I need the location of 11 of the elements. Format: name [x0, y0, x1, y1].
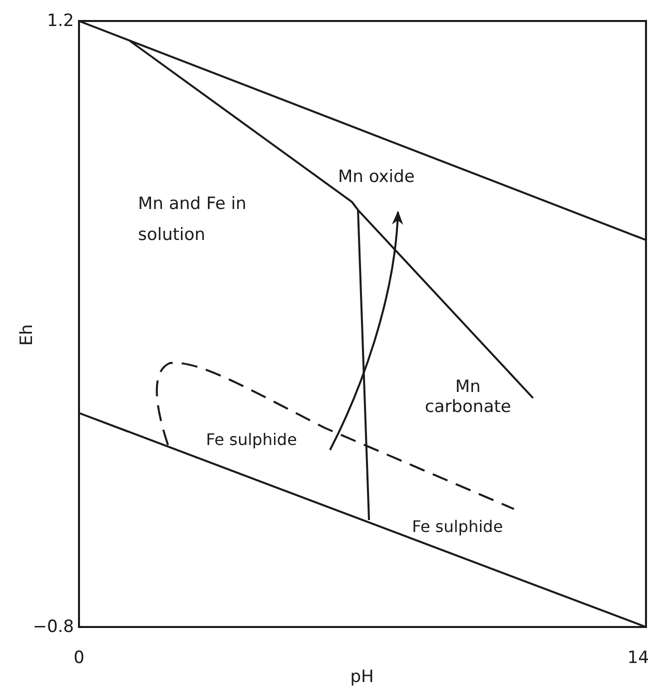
region-label: Fe sulphide	[206, 429, 298, 451]
axis-title: pH	[349, 666, 375, 688]
axis-tick-label: −0.8	[32, 616, 74, 638]
axis-tick-label: 14	[626, 647, 649, 669]
axis-tick-label: 1.2	[46, 10, 74, 32]
region-label: Mn and Fe in solution	[138, 193, 248, 247]
region-label: Fe sulphide	[412, 516, 504, 538]
region-label: Mn oxide	[338, 166, 416, 188]
axis-title: Eh	[16, 323, 38, 348]
region-label: Mn carbonate	[424, 377, 512, 417]
axis-tick-label: 0	[72, 647, 86, 669]
